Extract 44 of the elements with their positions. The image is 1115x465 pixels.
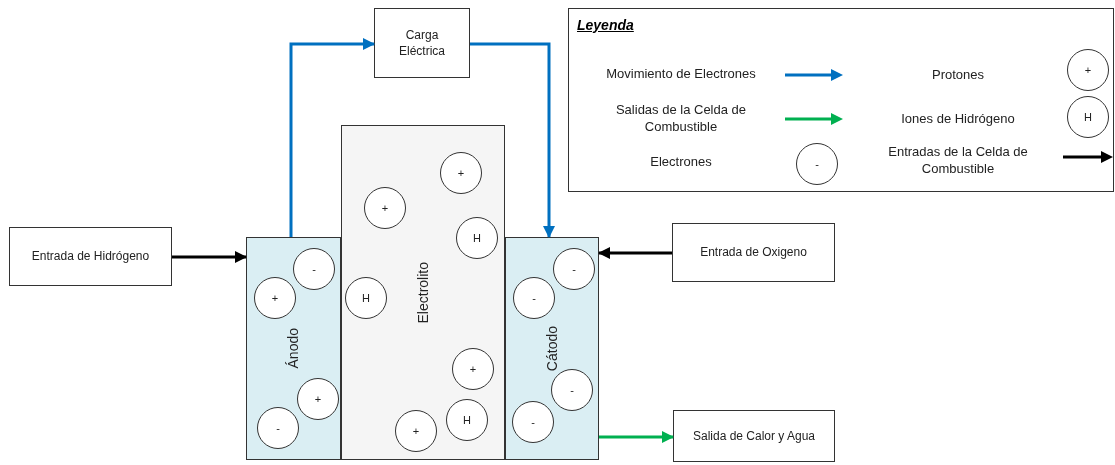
node-label: Entrada de Oxigeno bbox=[699, 244, 808, 261]
particle-symbol: - bbox=[532, 292, 536, 304]
particle-symbol: + bbox=[412, 425, 420, 437]
legend-text: Protones bbox=[930, 66, 985, 84]
node-label: Salida de Calor y Agua bbox=[691, 427, 817, 445]
particle-symbol: - bbox=[312, 263, 316, 275]
arrow bbox=[172, 251, 247, 263]
particle-symbol: + bbox=[314, 393, 322, 405]
particle-symbol: - bbox=[815, 158, 819, 170]
particle-symbol: - bbox=[531, 416, 535, 428]
process-box bbox=[9, 227, 172, 286]
arrow bbox=[598, 247, 672, 259]
particle-symbol: + bbox=[271, 292, 279, 304]
node-label: Entrada de Hidrógeno bbox=[30, 248, 151, 265]
process-box bbox=[672, 223, 835, 282]
electrode-panel bbox=[246, 237, 341, 460]
particle-symbol: H bbox=[473, 232, 481, 244]
arrow bbox=[289, 38, 375, 237]
particle-symbol: H bbox=[362, 292, 370, 304]
arrow bbox=[470, 42, 555, 238]
legend-text: Entradas de la Celda de Combustible bbox=[887, 144, 1029, 178]
particle-symbol: + bbox=[381, 202, 389, 214]
node-label: Carga Eléctrica bbox=[398, 26, 446, 60]
particle-symbol: H bbox=[463, 414, 471, 426]
particle-symbol: + bbox=[1084, 64, 1092, 76]
particle-symbol: - bbox=[276, 422, 280, 434]
legend-text: Movimiento de Electrones bbox=[605, 65, 757, 83]
node-label: Electrolito bbox=[413, 261, 432, 324]
process-box bbox=[673, 410, 835, 462]
electrode-panel bbox=[505, 237, 599, 460]
legend-text: Electrones bbox=[649, 153, 713, 171]
particle-symbol: - bbox=[570, 384, 574, 396]
legend-text: Salidas de la Celda de Combustible bbox=[614, 102, 748, 136]
particle-symbol: H bbox=[1084, 111, 1092, 123]
particle-symbol: + bbox=[469, 363, 477, 375]
node-label: Cátodo bbox=[542, 325, 561, 372]
electrolyte-panel bbox=[341, 125, 505, 460]
legend-title: Leyenda bbox=[577, 16, 634, 35]
arrow bbox=[599, 431, 674, 443]
legend-text: Iones de Hidrógeno bbox=[900, 110, 1016, 128]
particle-symbol: - bbox=[572, 263, 576, 275]
node-label: Ánodo bbox=[284, 328, 302, 369]
process-box bbox=[374, 8, 470, 78]
particle-symbol: + bbox=[457, 167, 465, 179]
